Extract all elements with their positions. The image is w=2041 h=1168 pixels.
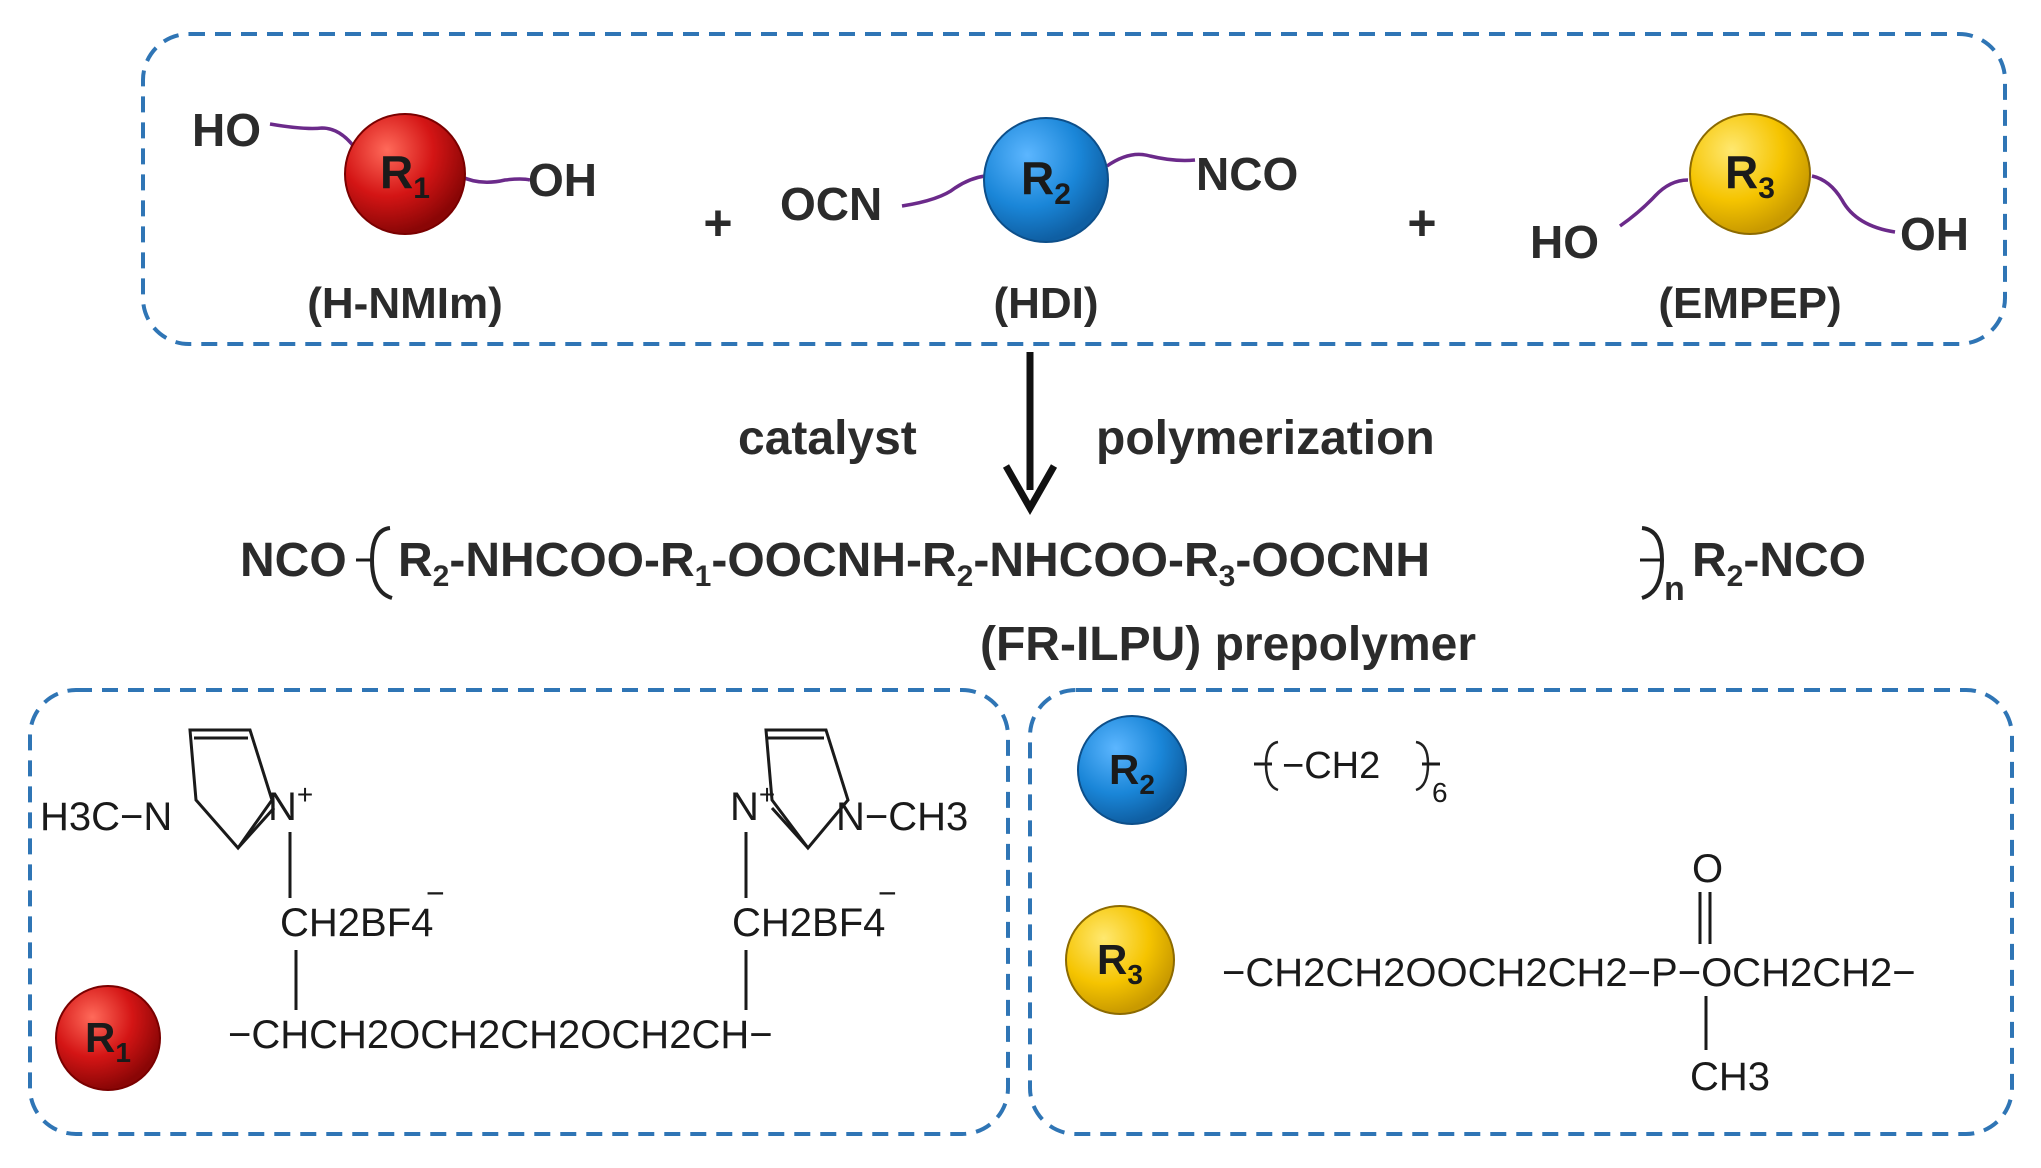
r2-right-group: NCO (1196, 148, 1298, 200)
r3-key-ball-sub: 3 (1127, 959, 1143, 990)
prepolymer-formula: NCO R2-NHCOO-R1-OOCNH-R2-NHCOO-R3-OOCNH … (240, 526, 1866, 608)
svg-text:−: − (426, 875, 445, 911)
r2-subscript: 6 (1432, 777, 1448, 808)
r3-oxygen: O (1692, 847, 1723, 891)
r3-key-ball (1065, 905, 1175, 1015)
r3-right-group: OH (1900, 208, 1969, 260)
svg-text:R1: R1 (380, 146, 430, 205)
r3-ball (1689, 113, 1811, 235)
reactant-r2: R2 OCN NCO (HDI) (780, 117, 1298, 328)
svg-text:R1: R1 (85, 1014, 131, 1068)
r2-ball (983, 117, 1109, 243)
r3-left-group: HO (1530, 216, 1599, 268)
formula-r2c: R (1692, 534, 1727, 587)
svg-text:R2: R2 (1109, 746, 1155, 800)
formula-r2b: R (922, 534, 957, 587)
formula-s3: 3 (1219, 560, 1236, 593)
r2-structure: R2 −CH2 6 (1077, 715, 1448, 825)
r2-repeat-unit: CH2 (1304, 745, 1380, 787)
r1-right-n-plus: N (730, 785, 759, 829)
formula-seg2: -OOCNH- (711, 534, 922, 587)
svg-text:R2-NHCOO-R1-OOCNH-R2-NHCOO-R3-: R2-NHCOO-R1-OOCNH-R2-NHCOO-R3-OOCNH (398, 534, 1430, 593)
r1-ball (344, 113, 466, 235)
r2-ball-sub: 2 (1054, 178, 1071, 211)
r1-key-ball-sub: 1 (115, 1037, 131, 1068)
formula-s2c: 2 (1727, 560, 1744, 593)
formula-start: NCO (240, 534, 347, 587)
svg-text:R2: R2 (1021, 152, 1071, 211)
formula-end: -NCO (1743, 534, 1866, 587)
r1-right-group: OH (528, 154, 597, 206)
r3-chain: −CH2CH2OOCH2CH2−P−OCH2CH2− (1222, 951, 1916, 995)
prepolymer-name: (FR-ILPU) prepolymer (980, 618, 1476, 671)
svg-text:−CH2: −CH2 (1282, 745, 1380, 787)
reactant-r3: R3 HO OH (EMPEP) (1530, 113, 1969, 328)
r1-structure-box (28, 688, 1010, 1136)
r2-r3-structure-box (1028, 688, 2014, 1136)
svg-text:N+: N+ (730, 779, 775, 829)
r2-ball-letter: R (1021, 152, 1054, 204)
r1-right-methyl: N−CH3 (836, 795, 968, 839)
svg-text:R3: R3 (1725, 146, 1775, 205)
r2-name: (HDI) (993, 279, 1098, 328)
svg-text:R2-NCO: R2-NCO (1692, 534, 1866, 593)
r1-left-n-plus: N (268, 785, 297, 829)
reactant-r1: R1 HO OH (H-NMIm) (192, 104, 597, 328)
catalyst-label: catalyst (738, 412, 917, 465)
svg-text:n: n (1664, 570, 1685, 608)
formula-r2a: R (398, 534, 433, 587)
r3-methyl: CH3 (1690, 1055, 1770, 1099)
r3-ball-letter: R (1725, 146, 1758, 198)
formula-s2b: 2 (957, 560, 974, 593)
r1-ball-sub: 1 (413, 172, 430, 205)
r1-ball-letter: R (380, 146, 413, 198)
r3-key-ball-letter: R (1097, 936, 1127, 983)
svg-text:N+: N+ (268, 779, 313, 829)
polymerization-label: polymerization (1096, 412, 1435, 465)
formula-seg1: -NHCOO- (449, 534, 660, 587)
plus-sign-1: + (703, 195, 732, 251)
svg-text:R3: R3 (1097, 936, 1143, 990)
r1-left-methyl: H3C−N (40, 795, 172, 839)
reactants-box (141, 32, 2007, 346)
formula-r3: R (1184, 534, 1219, 587)
formula-n: n (1664, 570, 1685, 608)
formula-seg4: -OOCNH (1235, 534, 1430, 587)
r1-left-counterion: CH2BF4 (280, 901, 433, 945)
r1-left-group: HO (192, 104, 261, 156)
formula-r1: R (660, 534, 695, 587)
r2-key-ball (1077, 715, 1187, 825)
r3-ball-sub: 3 (1758, 172, 1775, 205)
svg-text:−: − (878, 875, 897, 911)
r1-key-ball-letter: R (85, 1014, 115, 1061)
r1-backbone: −CHCH2OCH2CH2OCH2CH− (228, 1013, 773, 1057)
reaction-arrow (1002, 352, 1058, 516)
r3-name: (EMPEP) (1658, 279, 1841, 328)
r1-name: (H-NMIm) (307, 279, 503, 328)
svg-text:NCO: NCO (240, 534, 347, 587)
r1-key-ball (55, 985, 161, 1091)
r1-structure: H3C−N N+ CH2BF4 − N+ N−CH3 CH2BF4 − −CHC… (40, 728, 968, 1091)
r3-structure: R3 O −CH2CH2OOCH2CH2−P−OCH2CH2− CH3 (1065, 847, 1916, 1099)
r1-right-counterion: CH2BF4 (732, 901, 885, 945)
plus-sign-2: + (1407, 195, 1436, 251)
r2-left-group: OCN (780, 178, 882, 230)
r2-key-ball-sub: 2 (1139, 769, 1155, 800)
formula-s2a: 2 (433, 560, 450, 593)
r2-key-ball-letter: R (1109, 746, 1139, 793)
formula-s1: 1 (695, 560, 712, 593)
formula-seg3: -NHCOO- (973, 534, 1184, 587)
